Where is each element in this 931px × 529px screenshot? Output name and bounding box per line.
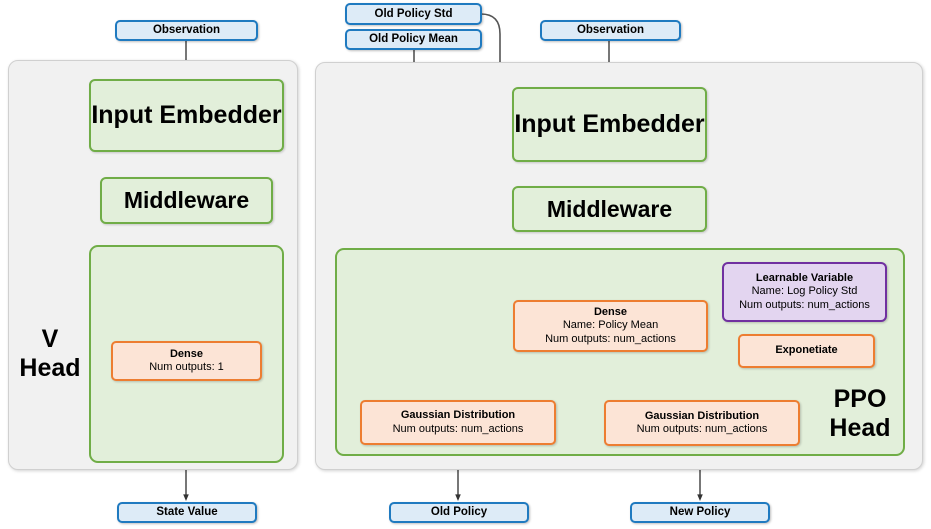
input-observation-left-label: Observation — [152, 24, 221, 37]
input-old-policy-mean-label: Old Policy Mean — [369, 33, 458, 46]
input-observation-right[interactable]: Observation — [540, 20, 681, 41]
ppo-head-input-embedder-label: Input Embedder — [514, 110, 705, 139]
ppo-head-dense-policy-mean[interactable]: Dense Name: Policy Mean Num outputs: num… — [513, 300, 708, 352]
output-state-value-label: State Value — [156, 506, 218, 519]
ppo-head-learnable-num-outputs: Num outputs: num_actions — [739, 298, 870, 311]
ppo-head-learnable-name: Name: Log Policy Std — [751, 285, 858, 298]
input-old-policy-std-label: Old Policy Std — [374, 7, 453, 20]
ppo-head-label-line2: Head — [829, 413, 891, 442]
gaussian-old-num-outputs: Num outputs: num_actions — [392, 422, 524, 435]
output-old-policy[interactable]: Old Policy — [389, 502, 529, 523]
ppo-head-input-embedder[interactable]: Input Embedder — [512, 87, 707, 162]
ppo-head-learnable-variable[interactable]: Learnable Variable Name: Log Policy Std … — [722, 262, 887, 322]
ppo-head-label: PPO Head — [820, 385, 900, 443]
v-head-input-embedder-label: Input Embedder — [91, 101, 282, 130]
v-head-middleware-label: Middleware — [123, 187, 250, 214]
output-new-policy-label: New Policy — [669, 506, 731, 519]
gaussian-new-num-outputs: Num outputs: num_actions — [636, 423, 768, 435]
ppo-head-exponetiate-label: Exponetiate — [775, 344, 838, 357]
ppo-head-dense-num-outputs: Num outputs: num_actions — [545, 332, 676, 345]
v-head-dense-num-outputs: Num outputs: 1 — [149, 361, 224, 373]
input-old-policy-std[interactable]: Old Policy Std — [345, 3, 482, 25]
v-head-middleware[interactable]: Middleware — [100, 177, 273, 224]
output-state-value[interactable]: State Value — [117, 502, 257, 523]
output-new-policy[interactable]: New Policy — [630, 502, 770, 523]
ppo-head-gaussian-new-policy[interactable]: Gaussian Distribution Num outputs: num_a… — [604, 400, 800, 446]
v-head-dense[interactable]: Dense Num outputs: 1 — [111, 341, 262, 381]
input-observation-right-label: Observation — [576, 24, 645, 37]
output-old-policy-label: Old Policy — [430, 506, 488, 519]
v-head-dense-title: Dense — [169, 347, 204, 360]
v-head-label-line1: V — [41, 325, 59, 353]
ppo-head-middleware[interactable]: Middleware — [512, 186, 707, 232]
v-head-label-line2: Head — [19, 353, 81, 382]
ppo-head-exponetiate[interactable]: Exponetiate — [738, 334, 875, 368]
ppo-head-dense-title: Dense — [593, 305, 628, 318]
input-observation-left[interactable]: Observation — [115, 20, 258, 41]
ppo-head-label-line1: PPO — [833, 385, 887, 413]
gaussian-old-title: Gaussian Distribution — [400, 409, 516, 422]
ppo-head-dense-name: Name: Policy Mean — [562, 319, 659, 332]
v-head-input-embedder[interactable]: Input Embedder — [89, 79, 284, 152]
v-head-label: V Head — [14, 325, 86, 383]
input-old-policy-mean[interactable]: Old Policy Mean — [345, 29, 482, 50]
ppo-head-gaussian-old-policy[interactable]: Gaussian Distribution Num outputs: num_a… — [360, 400, 556, 445]
ppo-head-middleware-label: Middleware — [546, 195, 673, 222]
ppo-head-learnable-title: Learnable Variable — [755, 271, 854, 284]
gaussian-new-title: Gaussian Distribution — [644, 409, 760, 422]
